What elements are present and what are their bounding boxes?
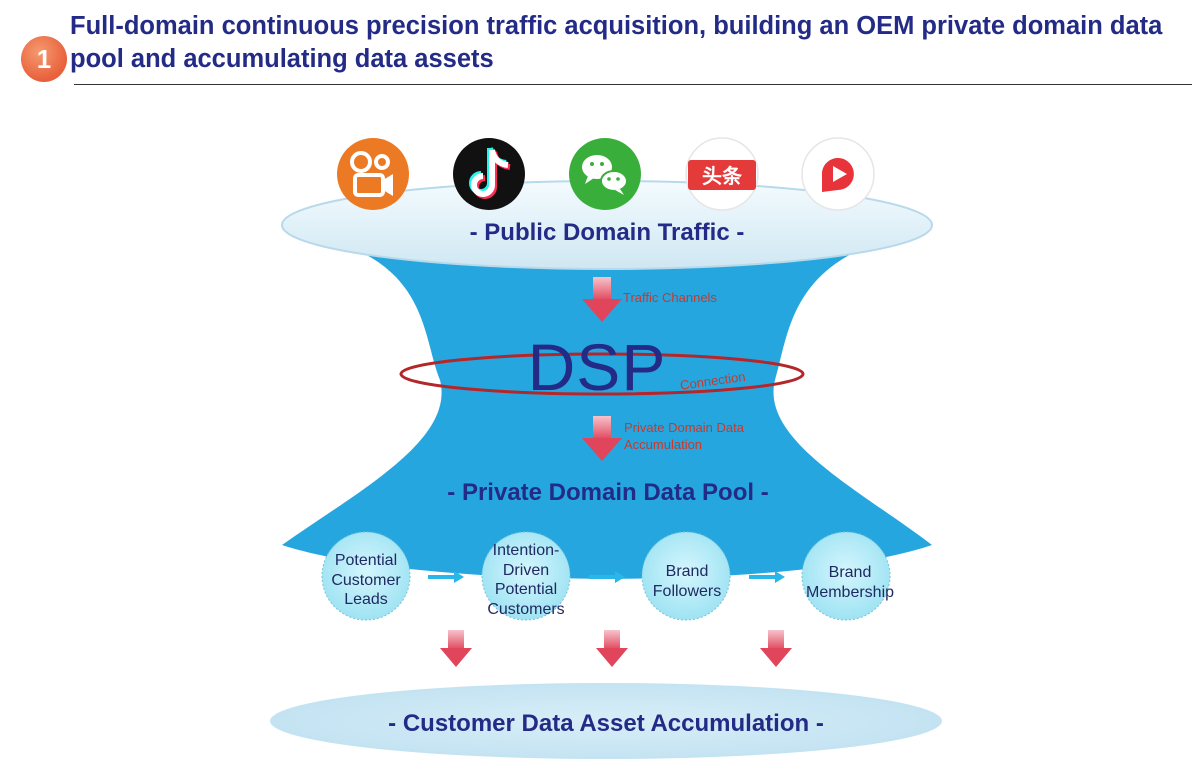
- title-divider: [74, 84, 1192, 85]
- douyin-icon: [453, 138, 525, 210]
- stage-down-arrow-3: [760, 630, 792, 667]
- stage-4-line-1: Brand: [828, 564, 872, 581]
- stage-1-line-2: Customer: [331, 571, 401, 589]
- stage-2-line-3: Potential: [494, 581, 558, 598]
- accumulation-down-arrow: [582, 416, 622, 461]
- traffic-down-arrow: [582, 277, 622, 322]
- asset-accumulation-label: - Customer Data Asset Accumulation -: [388, 710, 824, 737]
- toutiao-icon-text: 头条: [702, 164, 743, 188]
- stage-3-line-1: Brand: [665, 563, 709, 580]
- step-number-badge: 1: [21, 36, 67, 82]
- traffic-channels-label: Traffic Channels: [623, 290, 717, 305]
- stage-circle-3: [641, 531, 731, 621]
- dsp-label: DSP: [527, 330, 667, 404]
- private-accumulation-label-line2: Accumulation: [624, 437, 703, 452]
- page-title: Full-domain continuous precision traffic…: [70, 12, 1163, 73]
- funnel-body: [282, 230, 932, 579]
- asset-accumulation-disk: [270, 683, 942, 759]
- wechat-icon: [569, 138, 641, 210]
- kuaishou-icon: [337, 138, 409, 210]
- stage-arrow-3: [749, 571, 785, 583]
- stage-arrow-2: [589, 571, 625, 583]
- stage-2-text: Intention- Driven Potential Customers: [466, 541, 586, 619]
- toutiao-icon: 头条: [685, 137, 759, 211]
- stage-arrow-1: [428, 571, 464, 583]
- private-accumulation-label-line1: Private Domain Data: [624, 420, 744, 435]
- stage-circle-2: [481, 531, 571, 621]
- stage-1-text: Potential Customer Leads: [306, 551, 426, 610]
- stage-3-text: Brand Followers: [627, 562, 747, 601]
- stage-4-text: Brand Membership: [790, 563, 910, 602]
- stage-down-arrow-1: [440, 630, 472, 667]
- stage-4-line-2: Membership: [805, 583, 895, 601]
- private-pool-label: - Private Domain Data Pool -: [447, 479, 769, 506]
- stage-2-line-4: Customers: [487, 600, 565, 618]
- stage-circle-1: [321, 531, 411, 621]
- stage-circle-4: [801, 531, 891, 621]
- connection-ring: [399, 352, 805, 396]
- header: 1 Full-domain continuous precision traff…: [0, 0, 1202, 90]
- public-domain-label: - Public Domain Traffic -: [469, 219, 745, 246]
- stage-3-line-2: Followers: [652, 582, 722, 600]
- stage-2-line-1: Intention-: [492, 542, 560, 559]
- stage-down-arrow-2: [596, 630, 628, 667]
- stage-1-line-1: Potential: [334, 552, 398, 569]
- stage-2-line-2: Driven: [502, 561, 550, 579]
- video-play-icon: [801, 137, 875, 211]
- stage-1-line-3: Leads: [344, 591, 388, 608]
